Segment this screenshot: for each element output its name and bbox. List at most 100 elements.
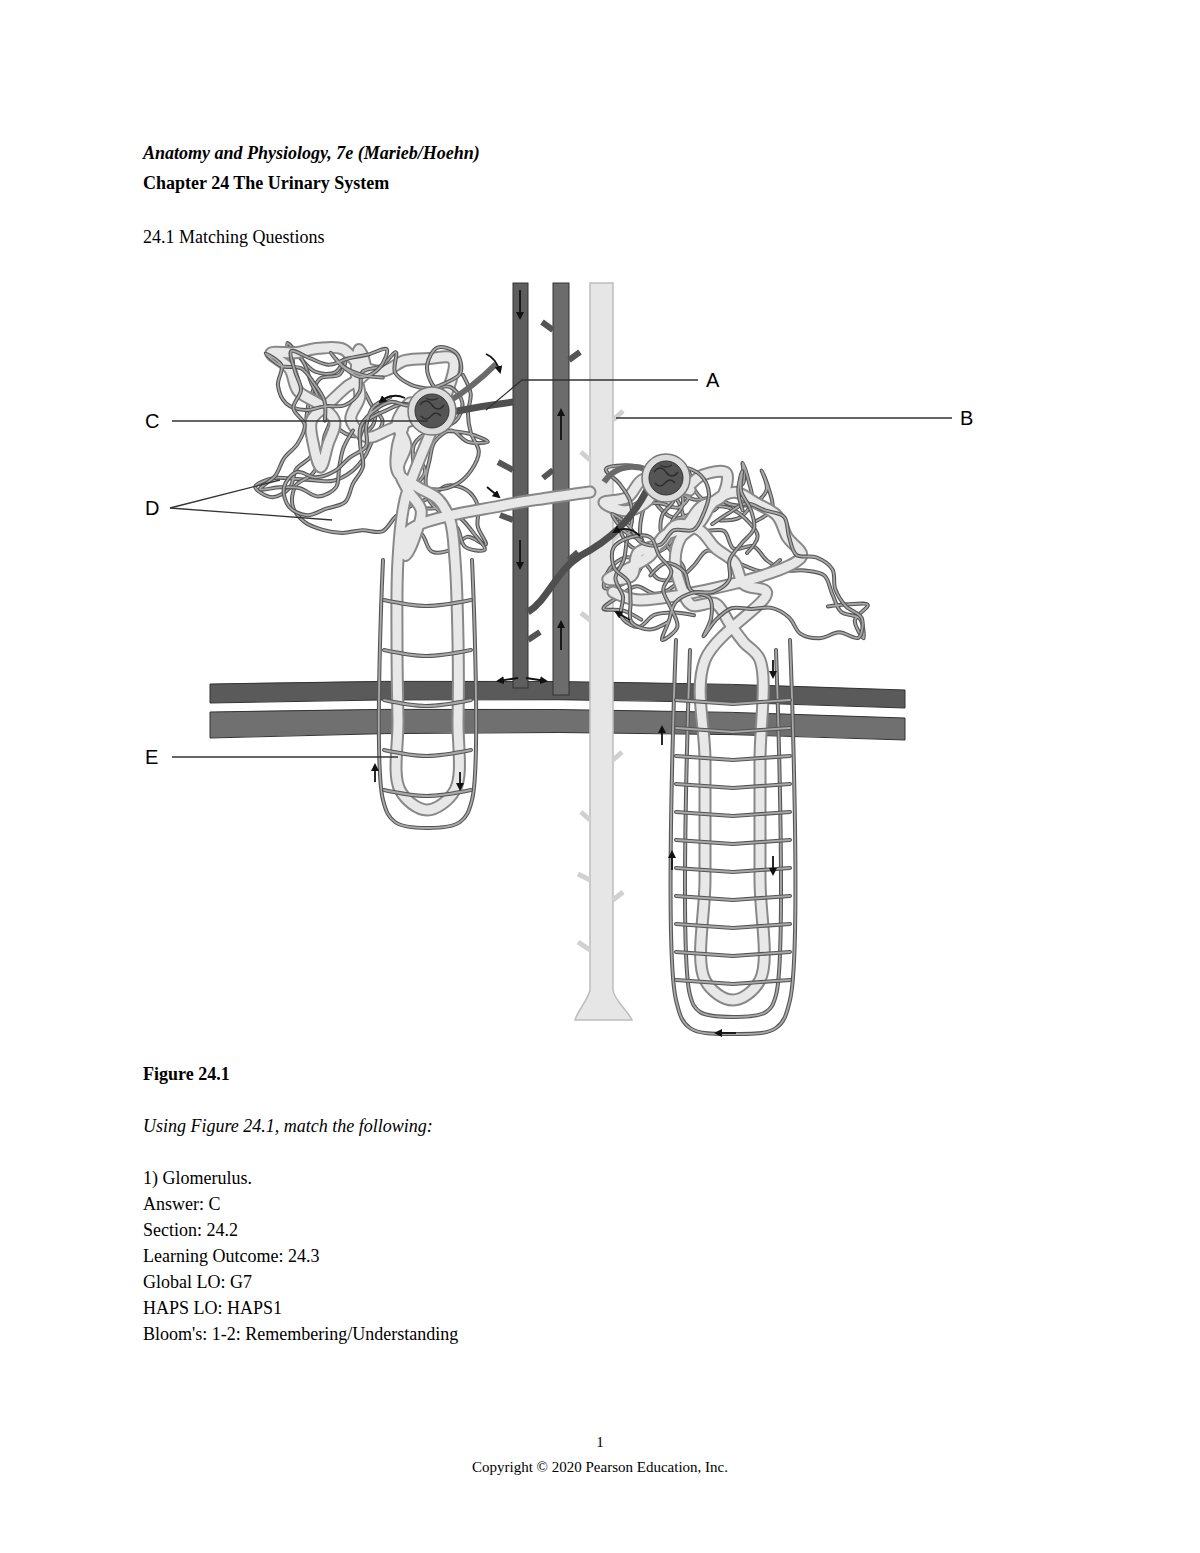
peritubular-capillary-wall	[384, 650, 471, 656]
leader-line	[616, 417, 952, 418]
flow-arrow	[772, 856, 774, 874]
peritubular-capillary-lumen	[384, 750, 471, 756]
flow-arrow	[671, 852, 673, 870]
leader-line	[170, 508, 332, 520]
peritubular-capillary	[650, 503, 862, 638]
arcuate-vein	[210, 709, 905, 740]
glomerular-capsule	[408, 387, 456, 435]
chapter-heading: Chapter 24 The Urinary System	[143, 172, 389, 194]
nephrons	[255, 343, 868, 1034]
section-heading: 24.1 Matching Questions	[143, 226, 325, 248]
flow-arrow	[560, 410, 562, 440]
book-title: Anatomy and Physiology, 7e (Marieb/Hoehn…	[143, 142, 480, 164]
vasa-recta-wall	[676, 896, 790, 900]
flow-arrow	[519, 540, 521, 568]
callout-letter: A	[706, 369, 719, 391]
vasa-recta	[676, 812, 790, 816]
vasa-recta	[671, 640, 796, 1034]
flow-arrow	[560, 622, 562, 650]
copyright: Copyright © 2020 Pearson Education, Inc.	[472, 1458, 728, 1476]
glomerulus	[415, 394, 449, 428]
vasa-recta-lumen	[676, 784, 790, 788]
vasa-recta-wall	[671, 640, 796, 1034]
peritubular-capillary-wall	[384, 600, 471, 606]
flow-arrow	[374, 765, 376, 782]
vasa-recta-lumen	[671, 640, 796, 1034]
peritubular-capillary-lumen	[612, 471, 755, 640]
flow-arrow	[519, 290, 521, 318]
vasa-recta-wall	[676, 728, 790, 732]
answer: Answer: C	[143, 1193, 221, 1215]
peritubular-capillary-wall	[284, 347, 462, 515]
callout-letter: D	[145, 497, 159, 519]
flow-arrow	[487, 487, 499, 497]
efferent-arteriole	[448, 364, 496, 402]
vasa-recta-wall	[676, 700, 790, 704]
vasa-recta-lumen	[676, 952, 790, 956]
vasa-recta	[676, 840, 790, 844]
peritubular-capillary-lumen	[384, 600, 471, 606]
flow-arrow	[380, 396, 405, 402]
vasa-recta-wall	[676, 812, 790, 816]
meta-line: HAPS LO: HAPS1	[143, 1297, 282, 1319]
flow-arrow	[716, 1032, 736, 1034]
glomerulus-loops	[654, 465, 678, 486]
callout-letter: B	[960, 407, 973, 429]
peritubular-capillary	[384, 750, 471, 756]
flow-arrow	[772, 660, 774, 677]
vasa-recta-wall	[676, 784, 790, 788]
peritubular-capillary	[284, 347, 462, 515]
afferent-arteriole	[528, 488, 648, 612]
meta-line: Learning Outcome: 24.3	[143, 1245, 319, 1267]
flow-arrow	[526, 678, 546, 681]
question: 1) Glomerulus.	[143, 1167, 252, 1189]
vasa-recta-lumen	[676, 896, 790, 900]
renal-tubule-wall	[271, 347, 590, 810]
flow-arrow	[614, 529, 640, 536]
vasa-recta	[676, 700, 790, 704]
glomerulus-loops	[420, 398, 444, 419]
peritubular-capillary	[384, 600, 471, 606]
glomerulus	[649, 461, 683, 495]
peritubular-capillary	[384, 700, 471, 706]
leader-line	[170, 480, 280, 508]
leader-line	[172, 756, 398, 757]
vasa-recta-lumen	[676, 756, 790, 760]
renal-tubule-lumen	[604, 471, 802, 1000]
vasa-recta-wall	[676, 756, 790, 760]
flow-arrow	[486, 354, 500, 372]
flow-arrow	[498, 678, 518, 681]
vasa-recta-lumen	[676, 980, 790, 984]
callout-letter: E	[145, 746, 158, 768]
vasa-recta	[676, 924, 790, 928]
afferent-arteriole	[452, 402, 514, 412]
peritubular-capillary-wall	[650, 503, 862, 638]
peritubular-capillary-lumen	[384, 650, 471, 656]
vasa-recta	[676, 980, 790, 984]
renal-tubule-lumen	[271, 347, 590, 810]
flow-arrow	[459, 772, 461, 789]
vasa-recta-lumen	[676, 924, 790, 928]
vasa-recta-wall	[676, 952, 790, 956]
instruction: Using Figure 24.1, match the following:	[143, 1115, 433, 1137]
meta-line: Global LO: G7	[143, 1271, 252, 1293]
flow-arrow	[661, 727, 663, 745]
vasa-recta	[676, 756, 790, 760]
vasa-recta	[676, 896, 790, 900]
figure-caption: Figure 24.1	[143, 1063, 230, 1085]
peritubular-capillary-wall	[384, 790, 471, 796]
vasa-recta-wall	[676, 924, 790, 928]
vasa-recta-lumen	[676, 728, 790, 732]
vasa-recta-wall	[676, 840, 790, 844]
leader-line	[172, 420, 428, 421]
meta-line: Bloom's: 1-2: Remembering/Understanding	[143, 1323, 458, 1345]
leader-line	[486, 380, 698, 410]
callout-letter: C	[145, 410, 159, 432]
peritubular-capillary-wall	[384, 700, 471, 706]
peritubular-capillary-lumen	[384, 790, 471, 796]
peritubular-capillary-wall	[384, 750, 471, 756]
peritubular-capillary	[384, 650, 471, 656]
peritubular-capillary	[384, 790, 471, 796]
vasa-recta	[676, 952, 790, 956]
vessel-branches	[498, 322, 580, 640]
